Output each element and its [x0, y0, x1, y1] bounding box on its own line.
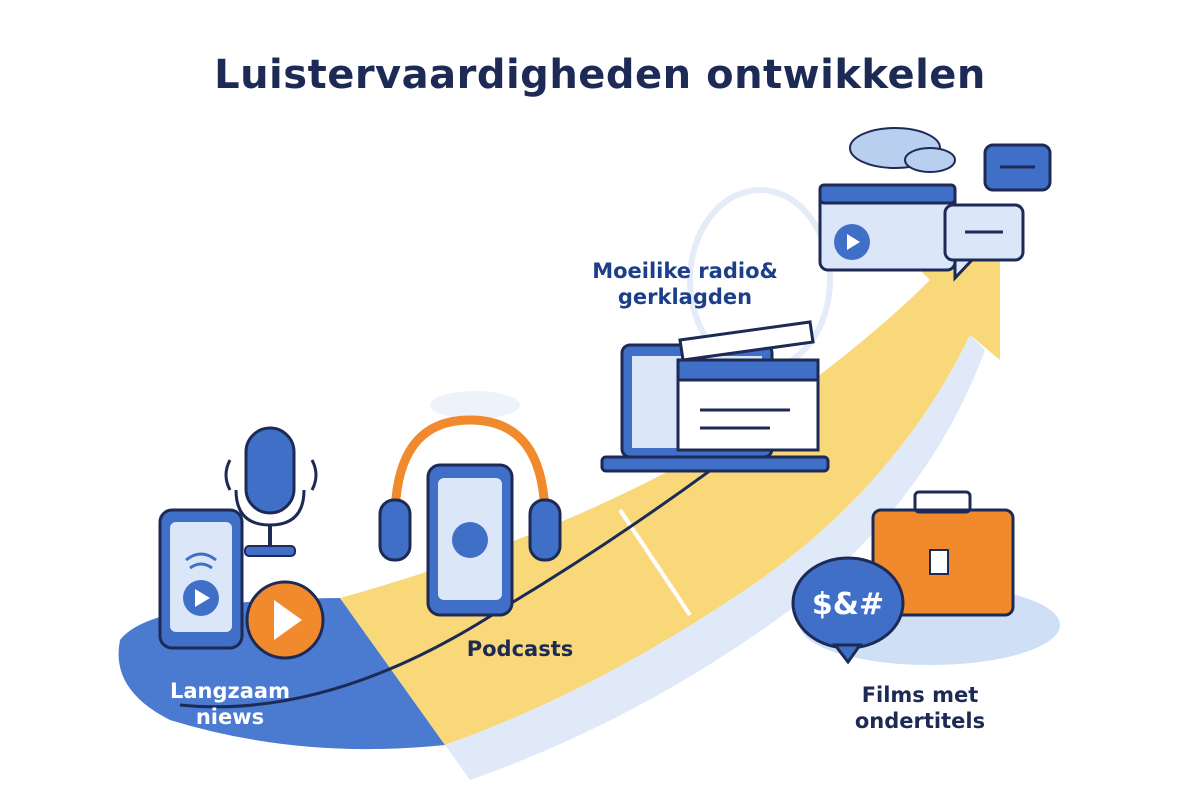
radio-icon [818, 183, 957, 272]
stage-label-langzaam: Langzaam niews [150, 678, 310, 730]
label-line: ondertitels [854, 709, 986, 733]
stage-label-films: Films met ondertitels [820, 682, 1020, 734]
headphones-icon [378, 415, 562, 562]
smartphone-icon [426, 463, 514, 617]
chat-bubble-icon [943, 143, 1052, 282]
microphone-icon [224, 426, 318, 557]
smartphone-play-icon [158, 508, 244, 650]
arrow-shadow [445, 335, 985, 780]
stage-label-radio: Moeilike radio& gerklagden [575, 258, 795, 310]
cloud-icon [849, 127, 956, 173]
bubble-text: $&# [812, 587, 884, 622]
label-line: gerklagden [617, 285, 753, 309]
stage-label-podcasts: Podcasts [440, 636, 600, 662]
label-line: niews [195, 705, 265, 729]
label-line: Langzaam [170, 679, 290, 703]
page-title: Luistervaardigheden ontwikkelen [214, 52, 986, 98]
label-line: Podcasts [466, 637, 574, 661]
label-line: Moeilike radio& [592, 259, 778, 283]
speech-bubble-icon: $&# [791, 556, 905, 665]
label-line: Films met [861, 683, 979, 707]
clapperboard-icon [676, 320, 820, 452]
play-button-icon [245, 580, 325, 660]
